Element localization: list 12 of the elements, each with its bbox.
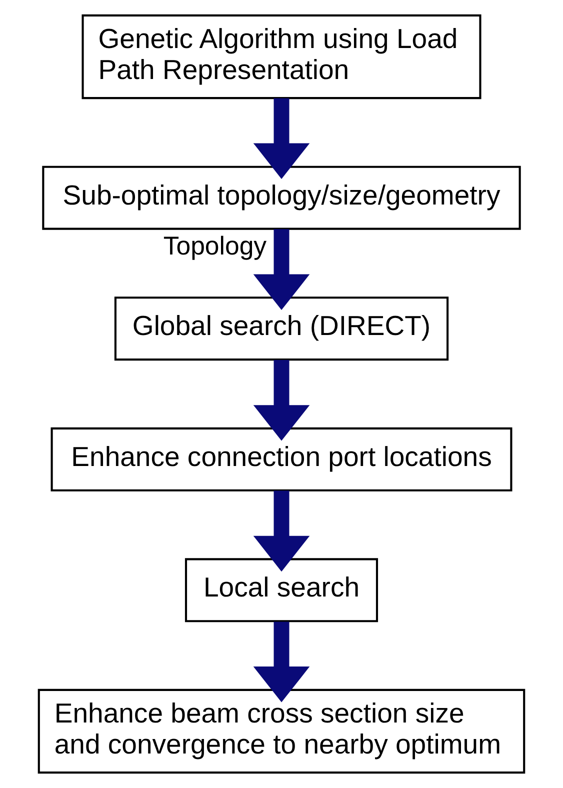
arrow [253,360,310,441]
node-box: Sub-optimal topology/size/geometry [42,166,521,230]
arrow [253,98,310,179]
node-box: Enhance beam cross section size and convergence to nearby optimum [38,688,526,774]
node-box: Enhance connection port locations [50,427,512,492]
node-box: Local search [184,558,378,622]
edge-label: Topology [163,232,267,261]
node-box: Global search (DIRECT) [114,296,449,361]
arrow [253,490,310,572]
node-box: Genetic Algorithm using Load Path Representation [82,14,482,100]
arrow [253,622,310,702]
arrow [253,229,310,310]
